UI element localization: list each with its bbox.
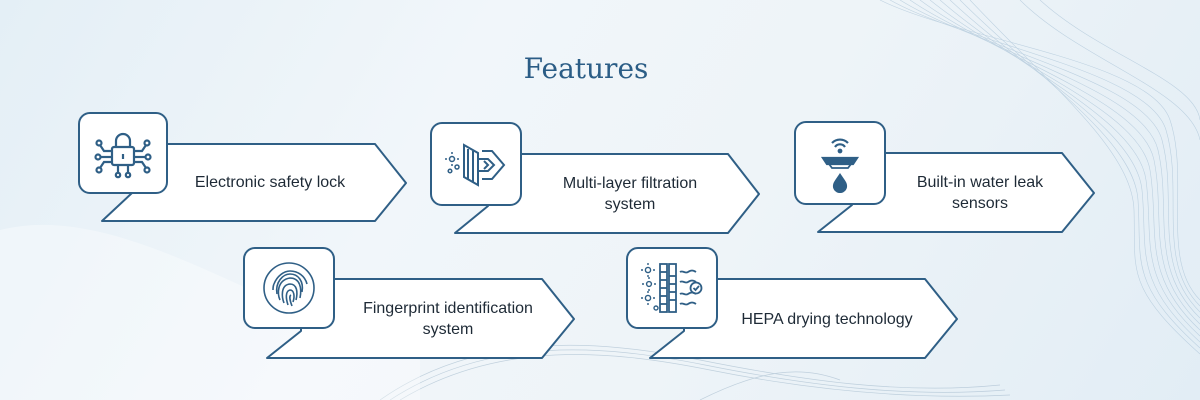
page-title: Features bbox=[523, 52, 649, 85]
arrow-banner bbox=[454, 153, 760, 234]
circuit-lock-icon bbox=[78, 112, 168, 194]
filtration-icon bbox=[430, 122, 522, 206]
water-leak-sensor-icon bbox=[794, 121, 886, 205]
hepa-drying-icon bbox=[626, 247, 718, 329]
arrow-banner bbox=[817, 152, 1095, 233]
feature-label: Built-in water leak sensors bbox=[916, 174, 1044, 212]
feature-label: Multi-layer filtration system bbox=[562, 175, 698, 213]
feature-card-water-leak-sensors: Built-in water leak sensors bbox=[794, 121, 1098, 235]
feature-label: Fingerprint identification system bbox=[363, 300, 533, 338]
feature-label: HEPA drying technology bbox=[741, 310, 913, 328]
feature-card-hepa-drying: HEPA drying technology bbox=[626, 247, 960, 361]
arrow-banner bbox=[266, 278, 575, 359]
feature-card-multi-layer-filtration: Multi-layer filtration system bbox=[430, 122, 762, 236]
feature-card-electronic-safety-lock: Electronic safety lock bbox=[78, 112, 408, 224]
feature-card-fingerprint-identification: Fingerprint identification system bbox=[243, 247, 577, 361]
fingerprint-icon bbox=[243, 247, 335, 329]
arrow-banner bbox=[649, 278, 958, 359]
feature-label: Electronic safety lock bbox=[194, 173, 346, 191]
